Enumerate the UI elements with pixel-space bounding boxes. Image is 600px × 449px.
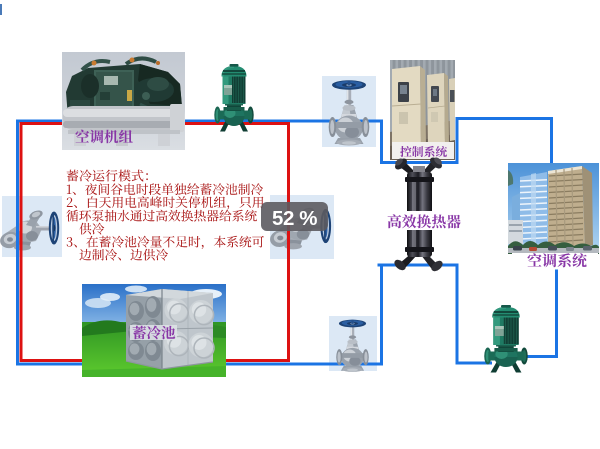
svg-text:52 %: 52 %: [272, 207, 317, 230]
